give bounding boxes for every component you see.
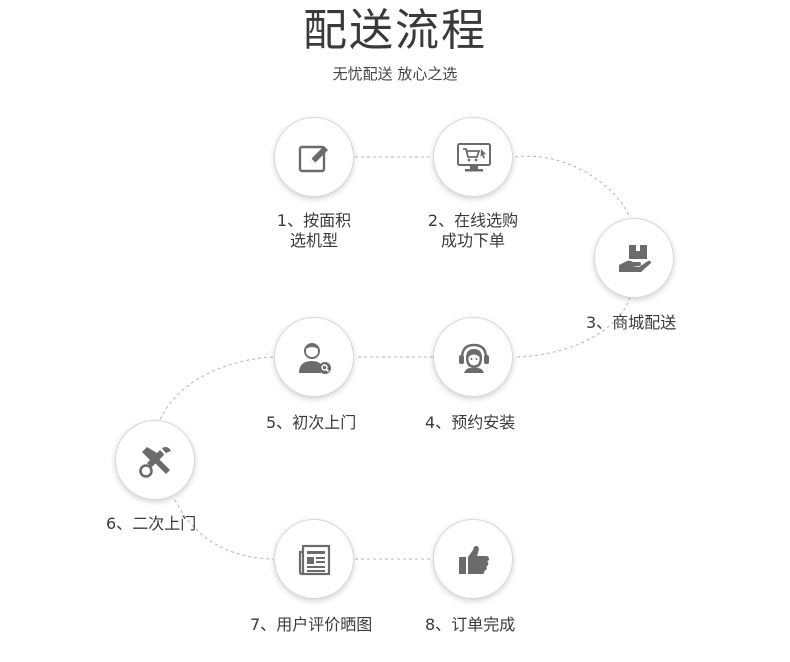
connector-5-6 xyxy=(159,356,274,421)
thumbs-up-icon xyxy=(459,545,489,574)
tools-icon xyxy=(139,447,171,478)
step-6-circle xyxy=(115,420,195,500)
step-8-label: 8、订单完成 xyxy=(425,615,516,634)
connector-2-3 xyxy=(514,155,631,219)
monitor-cart-icon xyxy=(457,143,491,172)
step-4-circle xyxy=(433,317,513,397)
step-5-label: 5、初次上门 xyxy=(266,413,357,432)
step-4-label: 4、预约安装 xyxy=(425,413,516,432)
step-1-circle xyxy=(274,117,354,197)
page-title: 配送流程 xyxy=(303,5,487,56)
page-subtitle: 无忧配送 放心之选 xyxy=(332,65,458,83)
user-search-icon xyxy=(299,343,331,374)
step-7-circle xyxy=(274,519,354,599)
step-7-label: 7、用户评价晒图 xyxy=(250,615,373,634)
step-8-circle xyxy=(433,519,513,599)
edit-icon xyxy=(298,145,328,173)
step-5-circle xyxy=(274,317,354,397)
step-3-label: 3、商城配送 xyxy=(586,313,677,332)
step-1-label: 1、按面积 选机型 xyxy=(276,211,352,250)
headset-agent-icon xyxy=(459,343,489,373)
hand-package-icon xyxy=(619,245,651,272)
step-2-label: 2、在线选购 成功下单 xyxy=(427,211,519,250)
newspaper-icon xyxy=(298,544,331,576)
step-3-circle xyxy=(594,218,674,298)
connector-6-7 xyxy=(174,499,274,560)
step-6-label: 6、二次上门 xyxy=(106,514,197,533)
step-2-circle xyxy=(433,117,513,197)
connector-3-4 xyxy=(514,296,631,358)
